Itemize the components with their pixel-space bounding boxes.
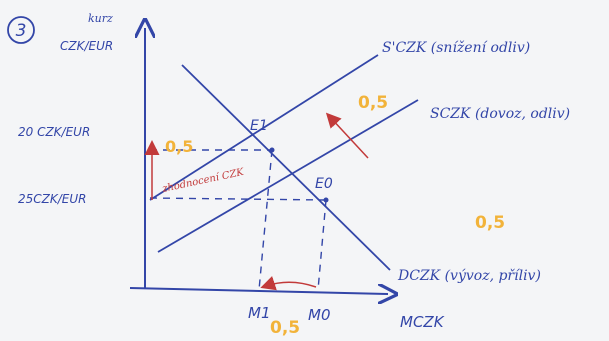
label-supply-new: S'CZK (snížení odliv) <box>382 39 530 56</box>
exercise-number: 3 <box>16 21 27 41</box>
x-tick-m1: M1 <box>248 304 271 322</box>
guide-e1-vertical <box>258 149 273 291</box>
guide-e0-vertical <box>317 199 327 291</box>
y-axis-title-line2: CZK/EUR <box>60 39 113 53</box>
point-e0 <box>323 197 329 203</box>
y-tick-25: 25CZK/EUR <box>18 192 86 206</box>
x-tick-m0: M0 <box>308 306 331 324</box>
score-quantity: 0,5 <box>270 318 300 338</box>
point-e1 <box>269 147 275 153</box>
label-demand: DCZK (vývoz, příliv) <box>397 267 541 284</box>
exercise-number-circle <box>7 16 35 44</box>
label-e1: E1 <box>250 118 268 134</box>
x-axis-label: MCZK <box>400 313 445 331</box>
score-appreciation: 0,5 <box>165 137 193 156</box>
label-supply-old: SCZK (dovoz, odliv) <box>430 106 570 122</box>
score-demand: 0,5 <box>475 213 505 233</box>
supply-new-curve <box>149 54 379 201</box>
demand-curve <box>181 64 391 271</box>
appreciation-label: zhodnocení CZK <box>160 167 245 195</box>
supply-old-curve <box>157 99 419 253</box>
guide-e0-horizontal <box>149 197 327 201</box>
x-axis <box>129 288 388 294</box>
quantity-shift-arrow <box>260 276 317 291</box>
score-supply-shift: 0,5 <box>358 93 388 113</box>
y-axis-title-line1: kurz <box>88 12 113 25</box>
label-e0: E0 <box>315 176 333 192</box>
supply-shift-arrow <box>325 112 369 159</box>
y-tick-20: 20 CZK/EUR <box>18 125 90 139</box>
